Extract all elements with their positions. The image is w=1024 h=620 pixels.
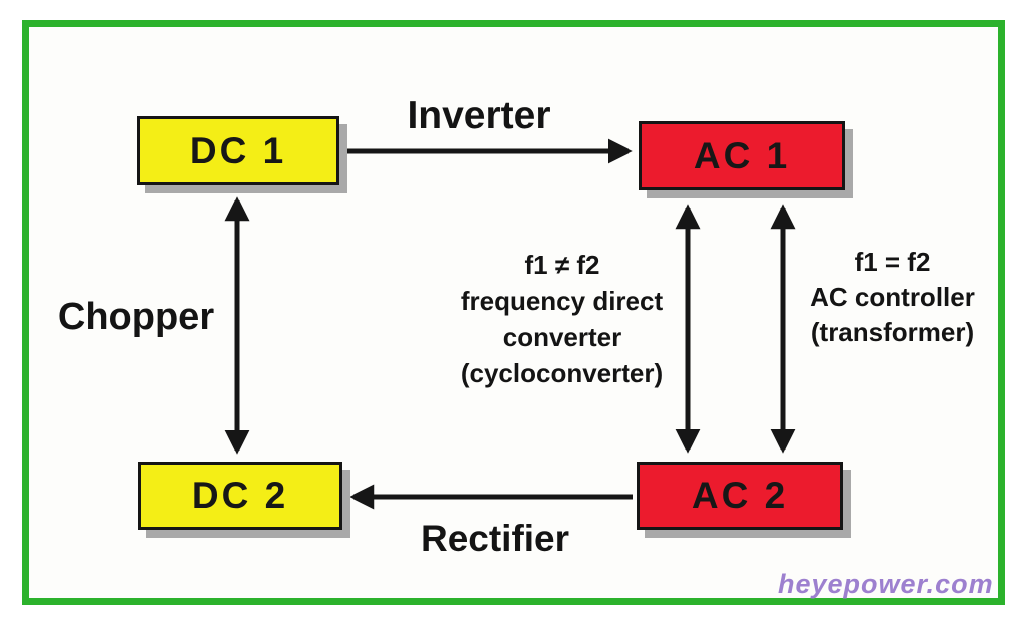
cyclo-line-2: frequency direct bbox=[460, 286, 664, 316]
box-ac1-label: AC 1 bbox=[693, 134, 791, 176]
transformer-line-3: (transformer) bbox=[810, 317, 975, 347]
cyclo-line-3: converter bbox=[502, 322, 622, 352]
transformer-line-2: AC controller bbox=[810, 282, 975, 312]
chopper-label: Chopper bbox=[57, 296, 215, 338]
transformer-annotation: f1 = f2 AC controller (transformer) bbox=[790, 245, 995, 350]
cyclo-line-4: (cycloconverter) bbox=[460, 358, 664, 388]
watermark: heyepower.com bbox=[778, 569, 994, 599]
transformer-line-1: f1 = f2 bbox=[854, 247, 931, 277]
cyclo-line-1: f1 ≠ f2 bbox=[524, 250, 600, 280]
rectifier-label: Rectifier bbox=[420, 518, 570, 559]
inverter-label: Inverter bbox=[407, 94, 551, 137]
box-dc2: DC 2 bbox=[138, 462, 342, 530]
box-dc1: DC 1 bbox=[137, 116, 339, 185]
box-dc1-label: DC 1 bbox=[189, 129, 287, 171]
box-ac1: AC 1 bbox=[639, 121, 845, 190]
box-ac2: AC 2 bbox=[637, 462, 843, 530]
box-dc2-label: DC 2 bbox=[191, 475, 289, 516]
cycloconverter-annotation: f1 ≠ f2 frequency direct converter (cycl… bbox=[438, 247, 686, 391]
box-ac2-label: AC 2 bbox=[691, 475, 789, 516]
